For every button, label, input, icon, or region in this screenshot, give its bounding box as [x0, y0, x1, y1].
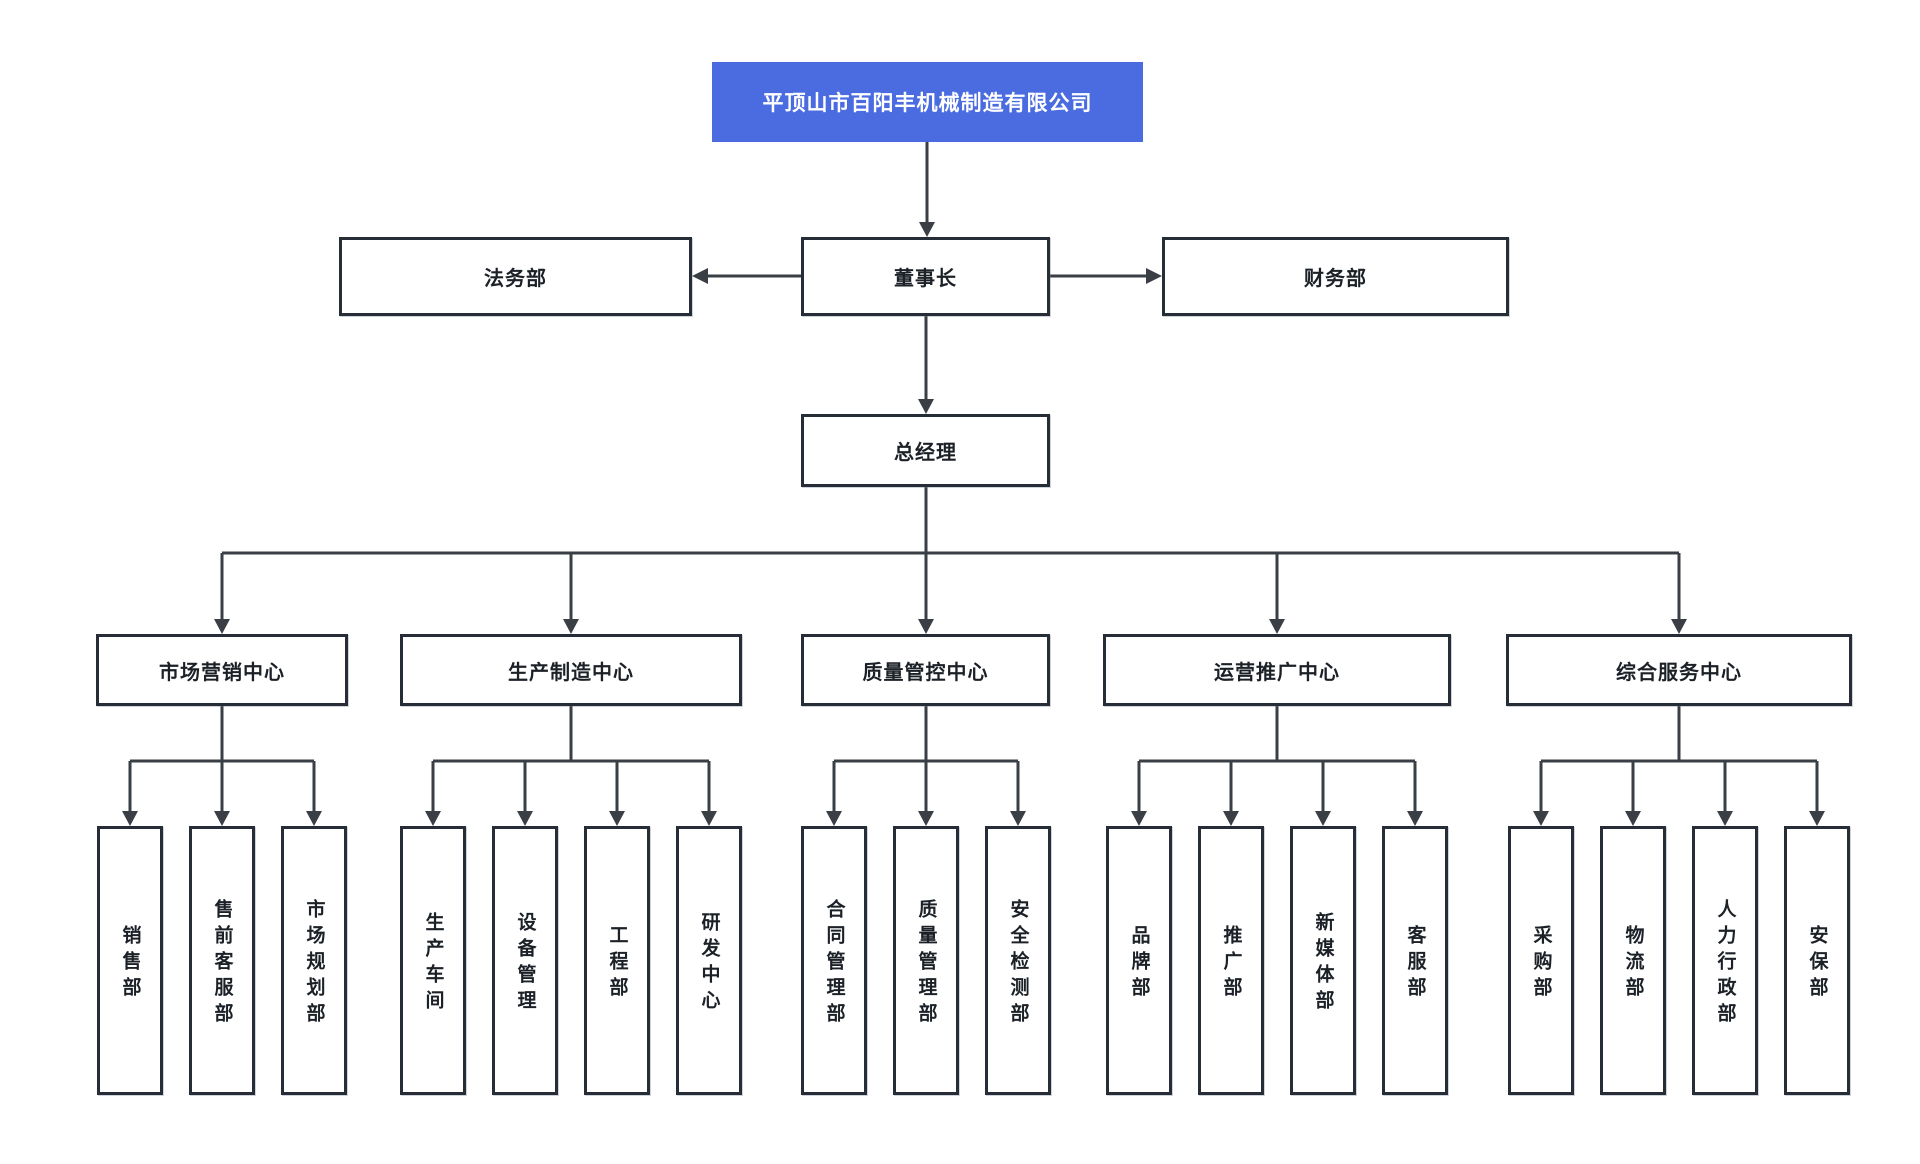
node-company-label: 平顶山市百阳丰机械制造有限公司: [762, 92, 1093, 115]
node-finance-dept-label: 财务部: [1304, 268, 1367, 290]
node-dept-logistics-label: 物流部: [1622, 925, 1644, 1003]
node-dept-engineering[interactable]: 工程部: [584, 826, 650, 1095]
node-dept-rd-center-label: 研发中心: [698, 912, 720, 1016]
node-general-manager[interactable]: 总经理: [801, 414, 1050, 487]
node-dept-rd-center[interactable]: 研发中心: [676, 826, 742, 1095]
node-dept-customer-service-label: 客服部: [1404, 925, 1426, 1003]
node-dept-engineering-label: 工程部: [606, 925, 628, 1003]
node-dept-safety-inspection[interactable]: 安全检测部: [985, 826, 1051, 1095]
node-dept-new-media[interactable]: 新媒体部: [1290, 826, 1356, 1095]
node-center-quality-label: 质量管控中心: [862, 661, 989, 684]
node-center-services-label: 综合服务中心: [1616, 661, 1742, 684]
node-dept-logistics[interactable]: 物流部: [1600, 826, 1666, 1095]
node-dept-presales-service-label: 售前客服部: [211, 899, 233, 1029]
node-dept-brand[interactable]: 品牌部: [1106, 826, 1172, 1095]
node-dept-procurement-label: 采购部: [1530, 925, 1552, 1003]
node-center-operations[interactable]: 运营推广中心: [1103, 634, 1451, 706]
node-center-production-label: 生产制造中心: [508, 661, 634, 684]
node-dept-hr-admin-label: 人力行政部: [1714, 899, 1736, 1029]
node-dept-promotion[interactable]: 推广部: [1198, 826, 1264, 1095]
node-dept-promotion-label: 推广部: [1220, 925, 1242, 1003]
node-center-quality[interactable]: 质量管控中心: [801, 634, 1050, 706]
node-legal-dept-label: 法务部: [484, 268, 547, 290]
node-dept-equipment-management-label: 设备管理: [514, 912, 536, 1016]
node-dept-market-planning-label: 市场规划部: [303, 899, 325, 1029]
node-dept-safety-inspection-label: 安全检测部: [1007, 899, 1029, 1029]
node-dept-procurement[interactable]: 采购部: [1508, 826, 1574, 1095]
node-dept-hr-admin[interactable]: 人力行政部: [1692, 826, 1758, 1095]
node-center-marketing-label: 市场营销中心: [159, 661, 285, 684]
node-chairman-label: 董事长: [894, 268, 957, 290]
node-dept-customer-service[interactable]: 客服部: [1382, 826, 1448, 1095]
node-dept-sales-label: 销售部: [119, 925, 141, 1003]
node-dept-contract-management-label: 合同管理部: [823, 899, 845, 1029]
node-center-services[interactable]: 综合服务中心: [1506, 634, 1852, 706]
node-center-operations-label: 运营推广中心: [1214, 661, 1340, 684]
node-dept-market-planning[interactable]: 市场规划部: [281, 826, 347, 1095]
node-finance-dept[interactable]: 财务部: [1162, 237, 1509, 316]
node-chairman[interactable]: 董事长: [801, 237, 1050, 316]
node-dept-new-media-label: 新媒体部: [1312, 912, 1334, 1016]
node-dept-security-label: 安保部: [1806, 925, 1828, 1003]
node-dept-equipment-management[interactable]: 设备管理: [492, 826, 558, 1095]
node-dept-contract-management[interactable]: 合同管理部: [801, 826, 867, 1095]
node-dept-presales-service[interactable]: 售前客服部: [189, 826, 255, 1095]
node-company[interactable]: 平顶山市百阳丰机械制造有限公司: [712, 62, 1143, 142]
node-dept-production-workshop-label: 生产车间: [422, 912, 444, 1016]
node-dept-production-workshop[interactable]: 生产车间: [400, 826, 466, 1095]
connector-path: [128, 142, 1819, 813]
node-center-marketing[interactable]: 市场营销中心: [96, 634, 348, 706]
node-dept-quality-management[interactable]: 质量管理部: [893, 826, 959, 1095]
node-legal-dept[interactable]: 法务部: [339, 237, 692, 316]
node-center-production[interactable]: 生产制造中心: [400, 634, 742, 706]
node-dept-security[interactable]: 安保部: [1784, 826, 1850, 1095]
node-dept-quality-management-label: 质量管理部: [915, 899, 937, 1029]
node-dept-brand-label: 品牌部: [1128, 925, 1150, 1003]
node-dept-sales[interactable]: 销售部: [97, 826, 163, 1095]
node-general-manager-label: 总经理: [894, 442, 957, 464]
